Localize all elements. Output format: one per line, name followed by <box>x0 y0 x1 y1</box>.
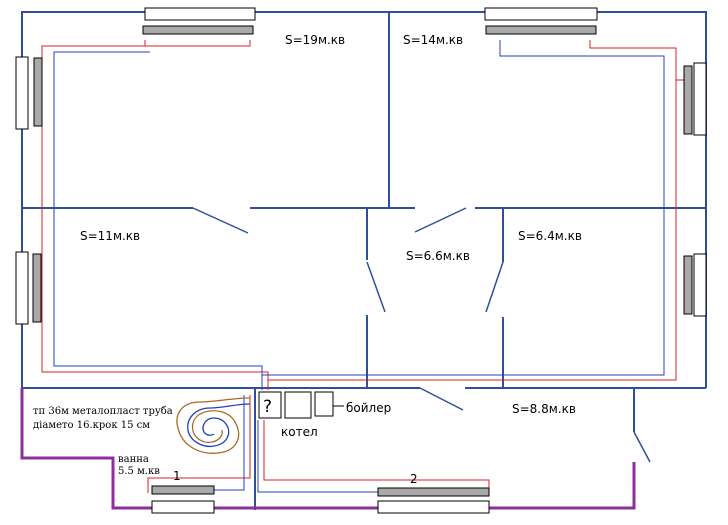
return-pipe-bath-rad1 <box>214 395 245 491</box>
return-pipe-right-loop <box>261 40 665 376</box>
labels: S=19м.кв S=14м.кв S=11м.кв S=6.6м.кв S=6… <box>33 33 582 486</box>
radiator-frame-top-left <box>144 7 256 21</box>
radiator-frame-left-upper <box>15 56 29 130</box>
radiator-left-upper <box>33 57 43 127</box>
radiator-frame-right-lower <box>693 253 707 317</box>
exterior-wall-bath <box>20 388 636 510</box>
exterior-walls <box>20 388 636 510</box>
boiler-box <box>284 391 312 419</box>
supply-pipe-right-loop <box>267 40 677 381</box>
radiator-frame-2 <box>377 500 490 514</box>
radiator-frame-right-upper <box>693 62 707 136</box>
door-room-11 <box>192 207 249 234</box>
room-label-19: S=19м.кв <box>285 33 345 47</box>
room-label-6-4: S=6.4м.кв <box>518 229 582 243</box>
door-hall <box>419 387 464 411</box>
doors <box>192 207 651 463</box>
underfloor-note-line2: діамето 16.крок 15 см <box>33 420 150 431</box>
walls <box>21 11 707 510</box>
return-pipe-bath <box>257 420 378 493</box>
unknown-unit-mark: ? <box>263 397 272 417</box>
door-room-6-6-top <box>414 207 467 233</box>
radiator-frame-left-lower <box>15 251 29 325</box>
coil-outer-path <box>176 397 251 454</box>
radiator-number-2: 2 <box>410 472 418 486</box>
underfloor-heating-coil-icon <box>176 397 251 454</box>
supply-pipe-main <box>41 40 269 390</box>
bathroom-area: 5.5 м.кв <box>118 466 160 477</box>
door-entrance <box>633 431 651 463</box>
room-label-6-6: S=6.6м.кв <box>406 249 470 263</box>
radiator-top-right <box>485 25 597 35</box>
room-label-11: S=11м.кв <box>80 229 140 243</box>
water-heater-label: бойлер <box>346 401 391 415</box>
coil-inner-path <box>187 403 251 448</box>
radiator-1 <box>151 485 215 495</box>
supply-pipe-bath <box>263 420 490 493</box>
equipment <box>258 391 344 419</box>
return-pipe-main <box>53 51 263 390</box>
door-room-6-4 <box>485 261 504 313</box>
bathroom-label: ванна <box>118 454 149 465</box>
heating-pipes <box>34 40 690 493</box>
underfloor-note-line1: тп 36м металопласт труба <box>33 406 173 417</box>
unknown-unit-box <box>258 391 282 419</box>
radiator-left-lower <box>32 253 42 323</box>
boiler-label: котел <box>281 425 318 439</box>
radiator-frame-top-right <box>484 7 598 21</box>
radiator-top-left <box>142 25 254 35</box>
radiator-right-upper <box>683 65 693 135</box>
supply-pipe-bath-rad1 <box>147 395 251 493</box>
door-room-6-6 <box>366 261 386 313</box>
radiator-frame-1 <box>151 500 215 514</box>
radiator-right-lower <box>683 255 693 315</box>
radiator-number-1: 1 <box>173 469 181 483</box>
supply-pipe-top-right <box>145 40 251 47</box>
outer-wall-top <box>21 11 707 388</box>
water-heater-box <box>314 391 334 417</box>
room-label-8-8: S=8.8м.кв <box>512 402 576 416</box>
room-label-14: S=14м.кв <box>403 33 463 47</box>
radiators <box>15 7 707 514</box>
radiator-2 <box>377 487 490 497</box>
